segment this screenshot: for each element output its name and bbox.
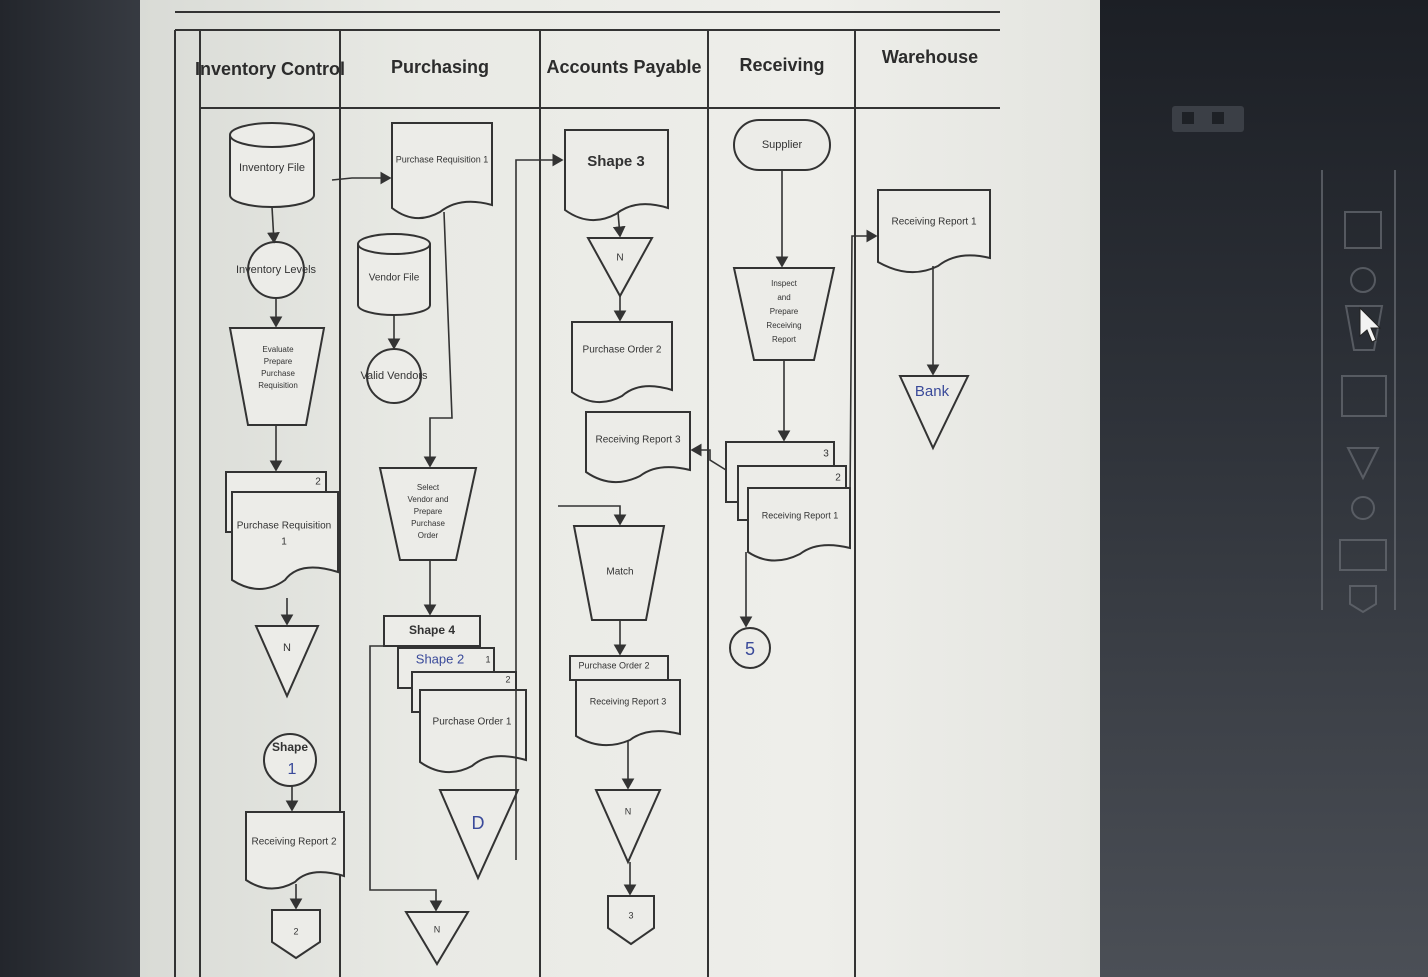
shape-3-label: Shape 3: [587, 153, 645, 170]
lane-header-warehouse: Warehouse: [882, 47, 978, 67]
receiving-report-label: Receiving Report 1: [762, 510, 839, 520]
inspect-line-1: Inspect: [771, 279, 798, 288]
inventory-offpage-label: N: [283, 642, 291, 654]
file-d-label: D: [472, 813, 485, 833]
ap-receiving-report-3-doc: [585, 411, 691, 483]
match-process: [572, 525, 666, 621]
inspect-line-5: Report: [772, 335, 797, 344]
purchase-requisition-doc-stack: [225, 471, 339, 590]
receiving-circle-5: [729, 627, 771, 669]
inventory-levels-label: Inventory Levels: [236, 264, 317, 276]
prepare-req-line-3: Purchase: [261, 369, 295, 378]
match-label: Match: [606, 567, 633, 578]
inspect-line-2: and: [777, 293, 790, 302]
select-vendor-line-1: Select: [417, 483, 440, 492]
select-vendor-line-5: Order: [418, 531, 439, 540]
circle-5-label: 5: [745, 639, 755, 659]
ap-po2b-label: Purchase Order 2: [578, 660, 649, 670]
purchase-requisition-number: 1: [281, 537, 287, 548]
inventory-doc-copy-2: 2: [315, 477, 321, 488]
ap-file-n2-label: N: [625, 806, 632, 816]
receiving-copy-2: 2: [835, 473, 841, 484]
purchasing-file-d-triangle: [438, 789, 520, 881]
shape-3-doc: [564, 129, 669, 221]
lane-header-inventory: Inventory Control: [195, 59, 345, 79]
lane-header-accounts-payable: Accounts Payable: [546, 57, 701, 77]
bank-triangle: [898, 375, 970, 451]
shape-1-number: 1: [288, 761, 297, 778]
lane-header-receiving: Receiving: [739, 55, 824, 75]
prepare-req-line-1: Evaluate: [262, 345, 294, 354]
select-vendor-line-2: Vendor and: [408, 495, 449, 504]
select-vendor-line-4: Purchase: [411, 519, 445, 528]
inventory-receiving-report-doc: [245, 811, 345, 890]
purchase-order-1-label: Purchase Order 1: [433, 717, 512, 728]
ap-connector-label: 3: [628, 910, 633, 920]
prepare-req-line-2: Prepare: [264, 357, 293, 366]
inspect-prepare-process: [732, 267, 836, 361]
ap-po2-label: Purchase Order 2: [583, 345, 662, 356]
receiving-copy-3: 3: [823, 449, 829, 460]
inventory-offpage-triangle: [254, 625, 320, 699]
select-vendor-line-3: Prepare: [414, 507, 443, 516]
ap-file-triangle: [586, 237, 654, 299]
shape-2-number: 1: [485, 654, 490, 664]
inventory-receiving-report-label: Receiving Report 2: [251, 837, 336, 848]
vendor-file-label: Vendor File: [369, 273, 420, 284]
ap-file-n-triangle: [594, 789, 662, 865]
vendor-file-cylinder: [357, 233, 431, 316]
ap-rr3-label: Receiving Report 3: [595, 435, 680, 446]
prepare-requisition-process: [228, 327, 326, 426]
purchasing-offpage-label: N: [434, 924, 441, 934]
inspect-line-4: Receiving: [766, 321, 801, 330]
valid-vendors-label: Valid Vendors: [360, 370, 428, 382]
ap-connector: [607, 895, 655, 946]
receiving-report-stack: [725, 441, 851, 562]
purchase-order-stack: [383, 615, 527, 773]
inventory-file-label: Inventory File: [239, 162, 305, 174]
purchase-requisition-1-doc: [391, 122, 493, 219]
window-controls[interactable]: [1172, 106, 1244, 132]
warehouse-rr-label: Receiving Report 1: [891, 217, 976, 228]
purchase-requisition-label: Purchase Requisition: [237, 521, 332, 532]
supplier-label: Supplier: [762, 139, 803, 151]
shape-4-label: Shape 4: [409, 623, 455, 637]
lane-header-purchasing: Purchasing: [391, 57, 489, 77]
shape-1-label: Shape: [272, 740, 308, 754]
lane-grid: [174, 11, 1000, 977]
bank-label: Bank: [915, 383, 950, 400]
flow-lines: [267, 153, 940, 912]
ap-purchase-order-2-doc: [571, 321, 673, 403]
shape-2-label: Shape 2: [416, 651, 464, 666]
side-panel: [1098, 0, 1428, 977]
ap-rr3b-label: Receiving Report 3: [590, 696, 667, 706]
inspect-line-3: Prepare: [770, 307, 799, 316]
warehouse-receiving-report-doc: [877, 189, 991, 274]
ap-file-label: N: [616, 253, 623, 264]
ap-document-stack: [569, 655, 681, 747]
prepare-req-line-4: Requisition: [258, 381, 298, 390]
select-vendor-process: [378, 467, 478, 561]
shape-1-circle: [263, 733, 317, 787]
inventory-connector-label: 2: [293, 926, 298, 936]
purchase-order-copy-number: 2: [505, 674, 510, 684]
inventory-connector: [271, 909, 321, 960]
inventory-file-cylinder: [229, 122, 315, 208]
purchasing-req-label: Purchase Requisition 1: [396, 154, 489, 164]
purchasing-offpage-triangle: [404, 911, 470, 966]
